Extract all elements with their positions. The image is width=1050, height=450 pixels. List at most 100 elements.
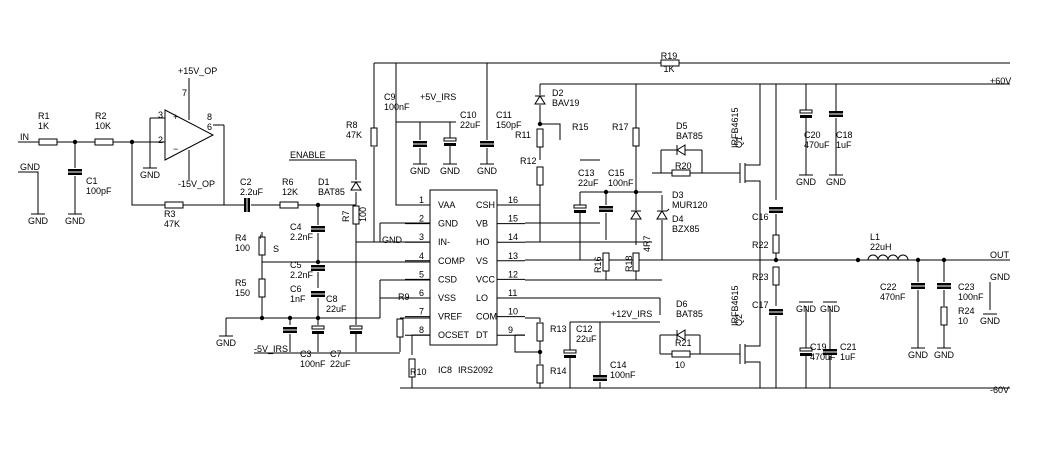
r12-resistor (536, 166, 544, 186)
d2-diode (534, 95, 546, 105)
ic8-pin-13: 13 (508, 251, 518, 261)
c11-ref: C11 (496, 110, 512, 120)
c1-value: 100pF (86, 186, 112, 196)
out-label: OUT (990, 250, 1010, 260)
c12-capacitor (563, 349, 577, 358)
ic8-pin-name-VB: VB (476, 219, 488, 229)
c14-capacitor (593, 375, 607, 381)
r24-value: 10 (958, 316, 968, 326)
d4-ref: D4 (672, 214, 684, 224)
gnd-label: GND (820, 304, 841, 314)
gnd-label: GND (216, 338, 237, 348)
r20-ref: R20 (675, 161, 692, 171)
r13-ref: R13 (550, 324, 567, 334)
d6-diode (676, 329, 686, 341)
c15-capacitor (599, 206, 613, 212)
c2-value: 2.2uF (240, 187, 264, 197)
gnd-label: GND (140, 170, 161, 180)
d4-diode (656, 208, 670, 220)
c22-capacitor (911, 283, 925, 289)
ic8-pin-1: 1 (419, 195, 424, 205)
ic8-pin-name-VCC: VCC (476, 274, 496, 284)
r11-resistor (536, 128, 544, 148)
r10-ref: R10 (410, 367, 427, 377)
ic8-pin-11: 11 (508, 288, 517, 298)
gnd-label: GND (908, 350, 929, 360)
r19-ref: R19 (661, 51, 678, 61)
r15-ref: R15 (572, 122, 589, 132)
gnd-label: GND (796, 177, 817, 187)
c12-value: 22uF (576, 334, 597, 344)
c19-ref: C19 (810, 342, 827, 352)
r23-ref: R23 (752, 272, 769, 282)
gnd-net-label: GND (20, 162, 41, 172)
r6-value: 12K (282, 187, 298, 197)
opamp-plus-sign: + (173, 112, 178, 122)
c17-capacitor (769, 309, 783, 315)
ic8-pin-15: 15 (508, 214, 518, 224)
plus12-label: +12V_IRS (611, 309, 652, 319)
r9-ref: R9 (398, 292, 410, 302)
c6-value: 1nF (290, 294, 306, 304)
c16-capacitor (769, 207, 783, 213)
ic8-pin-name-CSH: CSH (476, 200, 495, 210)
wire (540, 123, 561, 140)
r21-resistor (671, 350, 691, 358)
r18-value: 4R7 (642, 235, 652, 252)
ic8-pin-name-LO: LO (476, 293, 488, 303)
gnd-label: GND (410, 166, 431, 176)
plus5-label: +5V_IRS (420, 92, 456, 102)
ic8-pin-name-GND: GND (438, 219, 459, 229)
d5-ref: D5 (676, 121, 688, 131)
c14-ref: C14 (610, 360, 627, 370)
minus60-label: -60V (990, 385, 1009, 395)
r9-resistor (396, 318, 404, 338)
c12-ref: C12 (576, 324, 593, 334)
c5-ref: C5 (290, 260, 302, 270)
ic8-pin-2: 2 (419, 214, 424, 224)
c11-value: 150pF (496, 120, 522, 130)
d5-value: BAT85 (676, 131, 703, 141)
out-gnd-label: GND (990, 272, 1011, 282)
c22-value: 470nF (880, 292, 906, 302)
r3-ref: R3 (164, 209, 176, 219)
r7-ref: R7 (341, 210, 351, 222)
ic8-pin-4: 4 (419, 251, 424, 261)
c19-capacitor (799, 347, 813, 356)
r17-ref: R17 (612, 122, 629, 132)
wire (514, 334, 540, 353)
r2-value: 10K (95, 121, 111, 131)
r21-ref: R21 (675, 338, 692, 348)
c18-value: 1uF (836, 140, 852, 150)
c3-value: 100nF (300, 359, 326, 369)
c2-capacitor (244, 198, 250, 212)
ic8-pin-6: 6 (419, 288, 424, 298)
d1-diode (350, 181, 362, 191)
q2-mosfet (739, 320, 761, 388)
r3-value: 47K (164, 219, 180, 229)
c21-capacitor (823, 349, 837, 355)
d6-value: BAT85 (676, 309, 703, 319)
ic8-gnd-label: GND (382, 235, 403, 245)
c20-ref: C20 (804, 130, 821, 140)
c10-value: 22uF (460, 120, 481, 130)
c3-capacitor (283, 327, 297, 333)
c14-value: 100nF (610, 370, 636, 380)
l1-value: 22uH (870, 242, 892, 252)
r24-resistor (940, 306, 948, 326)
ic8-pin-name-VS: VS (476, 256, 488, 266)
c7-value: 22uF (330, 359, 351, 369)
c6-cap-b (311, 325, 325, 334)
ic8-pin-8: 8 (419, 325, 424, 335)
r18-resistor (632, 252, 640, 272)
c18-capacitor (829, 111, 843, 117)
ic8-ref: IC8 (438, 365, 452, 375)
l1-ref: L1 (870, 232, 880, 242)
q1-ref: Q1 (734, 136, 744, 148)
opamp-ic1 (164, 109, 215, 161)
r5-value: 150 (235, 288, 250, 298)
r17-resistor (632, 127, 640, 147)
enable-label: ENABLE (290, 150, 326, 160)
ic8-pin-name-HO: HO (476, 237, 490, 247)
